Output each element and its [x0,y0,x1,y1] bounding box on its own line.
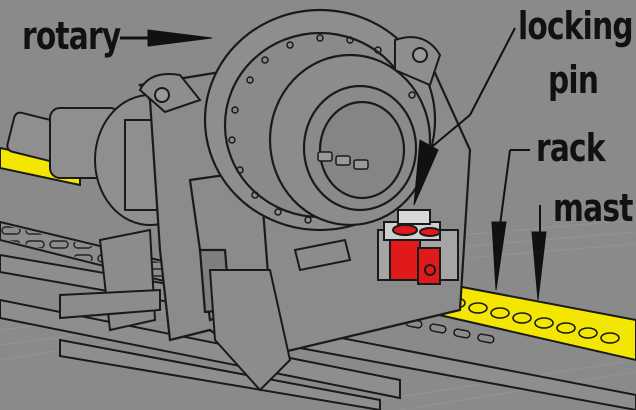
label-rack: rack [536,128,605,168]
label-locking: locking [518,6,633,46]
label-rotary: rotary [22,16,120,56]
label-pin: pin [548,60,598,100]
label-mast: mast [553,188,633,228]
